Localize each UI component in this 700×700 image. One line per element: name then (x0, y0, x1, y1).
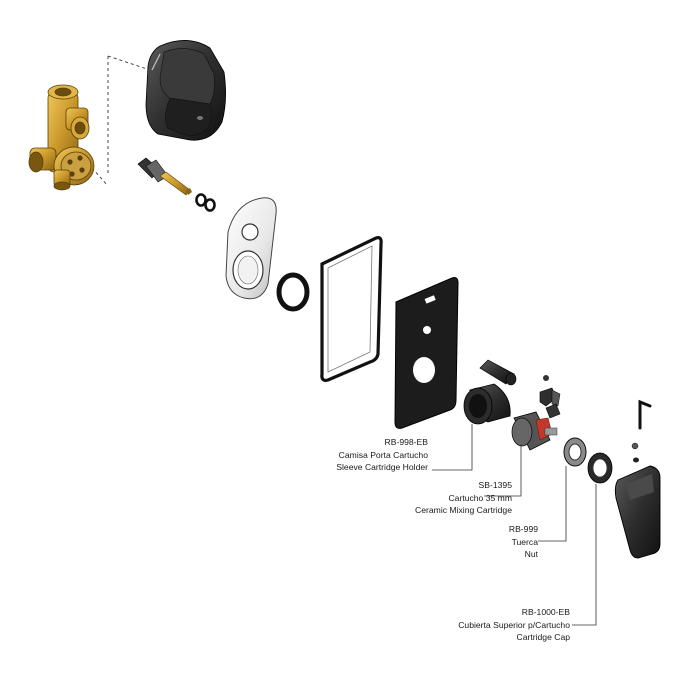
cartridge-nut (563, 437, 587, 467)
ceramic-mixing-cartridge (511, 403, 561, 451)
gasket-frame (320, 236, 383, 382)
part-name-es: Cubierta Superior p/Cartucho (458, 619, 570, 630)
part-name-es: Tuerca (511, 536, 538, 547)
part-name-es: Cartucho 35 mm (448, 492, 512, 503)
leader-lines (432, 424, 597, 626)
part-code: RB-999 (508, 524, 538, 534)
callout-rb-999: RB-999 Tuerca Nut (509, 523, 538, 561)
large-o-ring (276, 272, 310, 312)
stem-o-rings (195, 193, 216, 212)
leader-line-rb-1000-eb (572, 484, 597, 626)
backing-plate (394, 277, 459, 429)
black-trim-shroud (145, 40, 226, 141)
part-name-en: Nut (524, 549, 538, 559)
part-code: RB-1000-EB (521, 607, 570, 617)
lever-handle (614, 465, 661, 559)
sleeve-cartridge-holder (463, 383, 511, 425)
brass-valve-body (28, 84, 95, 191)
part-name-en: Sleeve Cartridge Holder (336, 462, 428, 472)
part-code: SB-1395 (478, 480, 512, 490)
leader-line-sb-1395 (484, 444, 522, 497)
callout-rb-1000-eb: RB-1000-EB Cubierta Superior p/Cartucho … (458, 606, 570, 644)
adapter-inserts (539, 375, 561, 407)
callout-sb-1395: SB-1395 Cartucho 35 mm Ceramic Mixing Ca… (415, 479, 512, 517)
part-name-en: Cartridge Cap (516, 632, 571, 642)
small-sleeve-cylinder (479, 359, 517, 386)
set-screws (631, 442, 639, 463)
dashed-guide-lines (91, 55, 151, 187)
part-name-es: Camisa Porta Cartucho (338, 449, 428, 460)
cartridge-cap (587, 452, 613, 484)
allen-key (638, 399, 652, 430)
leader-line-rb-999 (538, 466, 567, 542)
escutcheon-plate (225, 197, 277, 300)
part-code: RB-998-EB (384, 437, 428, 447)
leader-line-rb-998-eb (432, 424, 473, 471)
part-name-en: Ceramic Mixing Cartridge (415, 505, 512, 515)
diverter-stem (137, 157, 192, 196)
callout-rb-998-eb: RB-998-EB Camisa Porta Cartucho Sleeve C… (336, 436, 428, 474)
